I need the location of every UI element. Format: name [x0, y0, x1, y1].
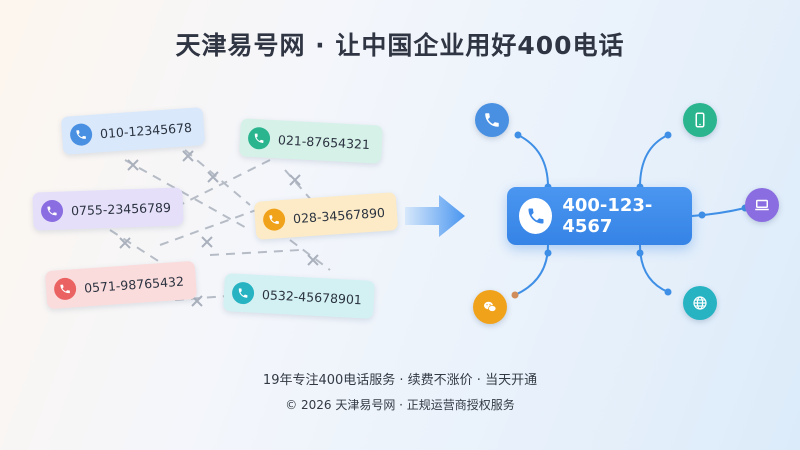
- local-number-label: 0755-23456789: [70, 199, 172, 218]
- phone-channel-node: [475, 103, 509, 137]
- local-number-card: 010-12345678: [60, 107, 206, 155]
- arrow-right-icon: [405, 195, 465, 237]
- phone-icon: [247, 126, 271, 150]
- local-number-label: 021-87654321: [277, 131, 371, 152]
- copyright: © 2026 天津易号网 · 正规运营商授权服务: [285, 398, 515, 412]
- local-number-label: 0571-98765432: [83, 273, 185, 296]
- chat-icon: [484, 301, 497, 312]
- local-number-label: 028-34567890: [292, 204, 386, 226]
- phone-icon: [53, 277, 77, 301]
- local-number-label: 010-12345678: [99, 119, 193, 141]
- hub-400-number: 400-123-4567: [507, 187, 692, 245]
- hub-number-label: 400-123-4567: [562, 195, 653, 237]
- web-channel-node: [683, 286, 717, 320]
- phone-icon: [485, 113, 499, 127]
- mobile-icon: [695, 112, 705, 128]
- local-number-card: 0532-45678901: [223, 273, 375, 319]
- laptop-icon: [755, 199, 769, 211]
- phone-icon: [262, 207, 286, 232]
- phone-icon: [231, 281, 255, 305]
- tagline: 19年专注400电话服务 · 续费不涨价 · 当天开通: [262, 373, 538, 388]
- local-number-card: 0755-23456789: [32, 187, 184, 231]
- local-number-card: 028-34567890: [253, 192, 399, 240]
- local-number-card: 0571-98765432: [44, 260, 198, 310]
- laptop-channel-node: [745, 188, 779, 222]
- page-title: 天津易号网 · 让中国企业用好400电话: [175, 31, 625, 60]
- wechat-channel-node: [473, 290, 507, 324]
- phone-icon: [69, 122, 93, 147]
- local-number-card: 021-87654321: [239, 118, 383, 164]
- phone-icon: [40, 199, 64, 223]
- globe-icon: [693, 296, 707, 310]
- mobile-channel-node: [683, 103, 717, 137]
- phone-icon: [519, 198, 553, 234]
- local-number-label: 0532-45678901: [261, 286, 363, 307]
